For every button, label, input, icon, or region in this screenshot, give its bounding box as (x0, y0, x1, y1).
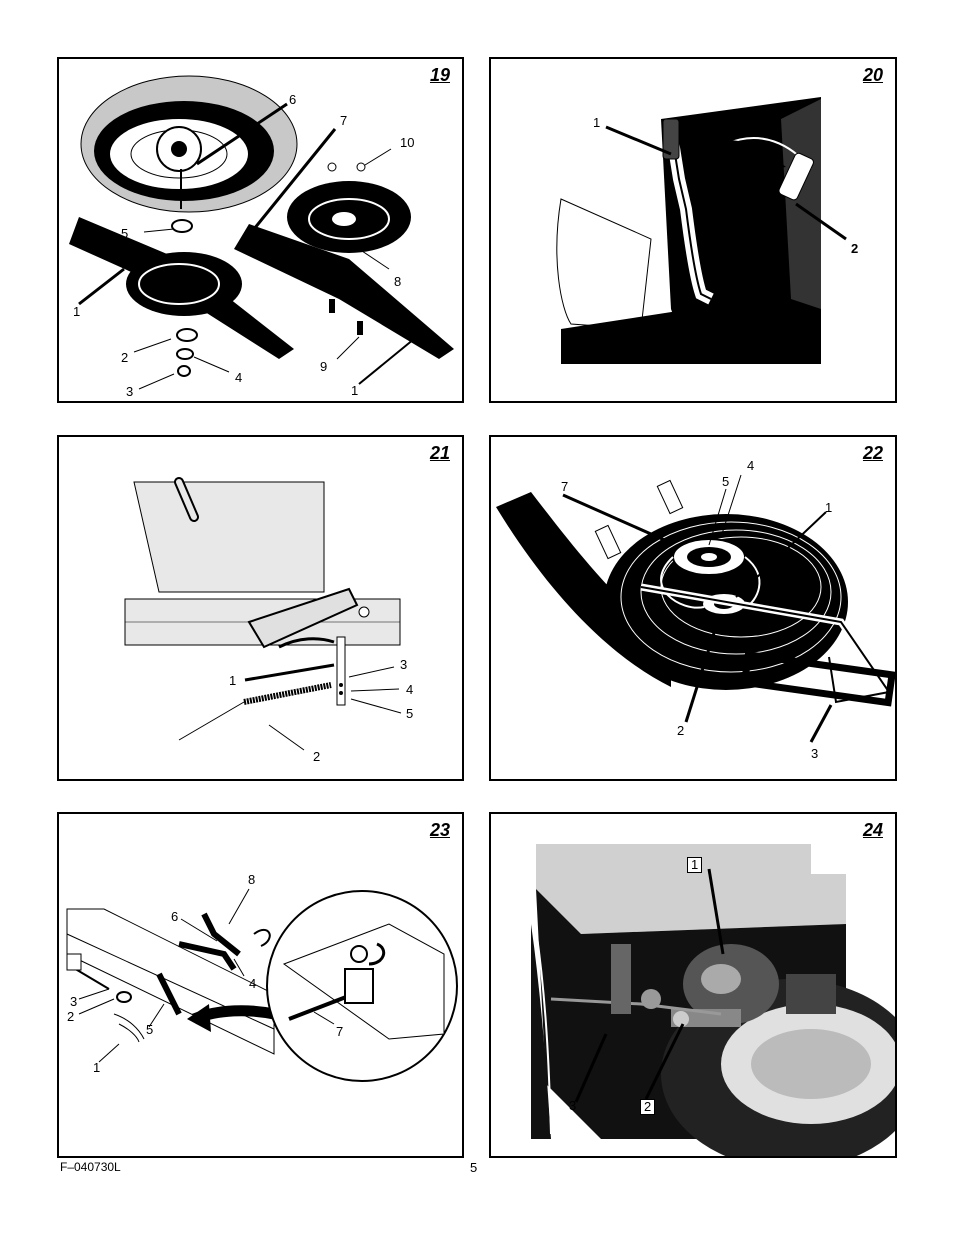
callout-label: 7 (561, 479, 568, 494)
callout-label: 1 (351, 383, 358, 398)
figure-number: 21 (429, 443, 450, 463)
callout-label: 3 (400, 657, 407, 672)
figure-20: 20 1 2 (489, 57, 897, 403)
figure-21: 21 1 3 4 5 2 (57, 435, 464, 781)
figure-22: 22 4 7 5 1 2 3 (489, 435, 897, 781)
callout-label: 2 (677, 723, 684, 738)
callout-label: 8 (248, 872, 255, 887)
callout-label: 1 (229, 673, 236, 688)
callout-label: 1 (93, 1060, 100, 1075)
callout-label: 5 (722, 474, 729, 489)
figure-number: 20 (862, 65, 883, 85)
figure-24-illustration (531, 844, 895, 1156)
callout-label: 4 (249, 976, 256, 991)
callout-label: 1 (73, 304, 80, 319)
figure-19-illustration: 6 7 10 5 8 1 2 4 3 9 1 (69, 75, 454, 399)
callout-label: 1 (687, 857, 703, 873)
figure-22-illustration: 4 7 5 1 2 3 (496, 458, 895, 761)
callout-label: 7 (336, 1024, 343, 1039)
figure-21-illustration: 1 3 4 5 2 (124, 477, 413, 764)
callout-label: 5 (121, 226, 128, 241)
callout-label: 1 (593, 115, 600, 130)
figure-23: 23 8 6 3 2 (57, 812, 464, 1158)
callout-label: 8 (394, 274, 401, 289)
callout-label: 6 (171, 909, 178, 924)
callout-label: 2 (121, 350, 128, 365)
figure-number: 19 (429, 65, 450, 85)
callout-label: 4 (235, 370, 242, 385)
callout-label: 2 (313, 749, 320, 764)
callout-label: 5 (146, 1022, 153, 1037)
figure-23-illustration: 8 6 3 2 5 4 1 7 (66, 872, 458, 1082)
figure-20-illustration: 1 2 (556, 97, 858, 364)
callout-label: 4 (747, 458, 754, 473)
callout-label: 3 (70, 994, 77, 1009)
callout-label: 7 (340, 113, 347, 128)
figure-number: 22 (862, 443, 883, 463)
callout-label: 3 (126, 384, 133, 399)
figure-number: 23 (429, 820, 450, 840)
callout-label: 6 (289, 92, 296, 107)
figure-19: 19 (57, 57, 464, 403)
callout-label: 2 (67, 1009, 74, 1024)
figure-number: 24 (862, 820, 883, 840)
document-code: F–040730L (60, 1160, 121, 1174)
callout-label: 2 (851, 241, 858, 256)
callout-label: 3 (569, 1098, 577, 1113)
figure-24: 24 1 3 2 (489, 812, 897, 1158)
callout-label: 2 (640, 1099, 656, 1115)
callout-label: 5 (406, 706, 413, 721)
page-number: 5 (470, 1160, 478, 1175)
callout-label: 9 (320, 359, 327, 374)
callout-label: 4 (406, 682, 413, 697)
callout-label: 3 (811, 746, 818, 761)
callout-label: 1 (825, 500, 832, 515)
callout-label: 10 (400, 135, 414, 150)
